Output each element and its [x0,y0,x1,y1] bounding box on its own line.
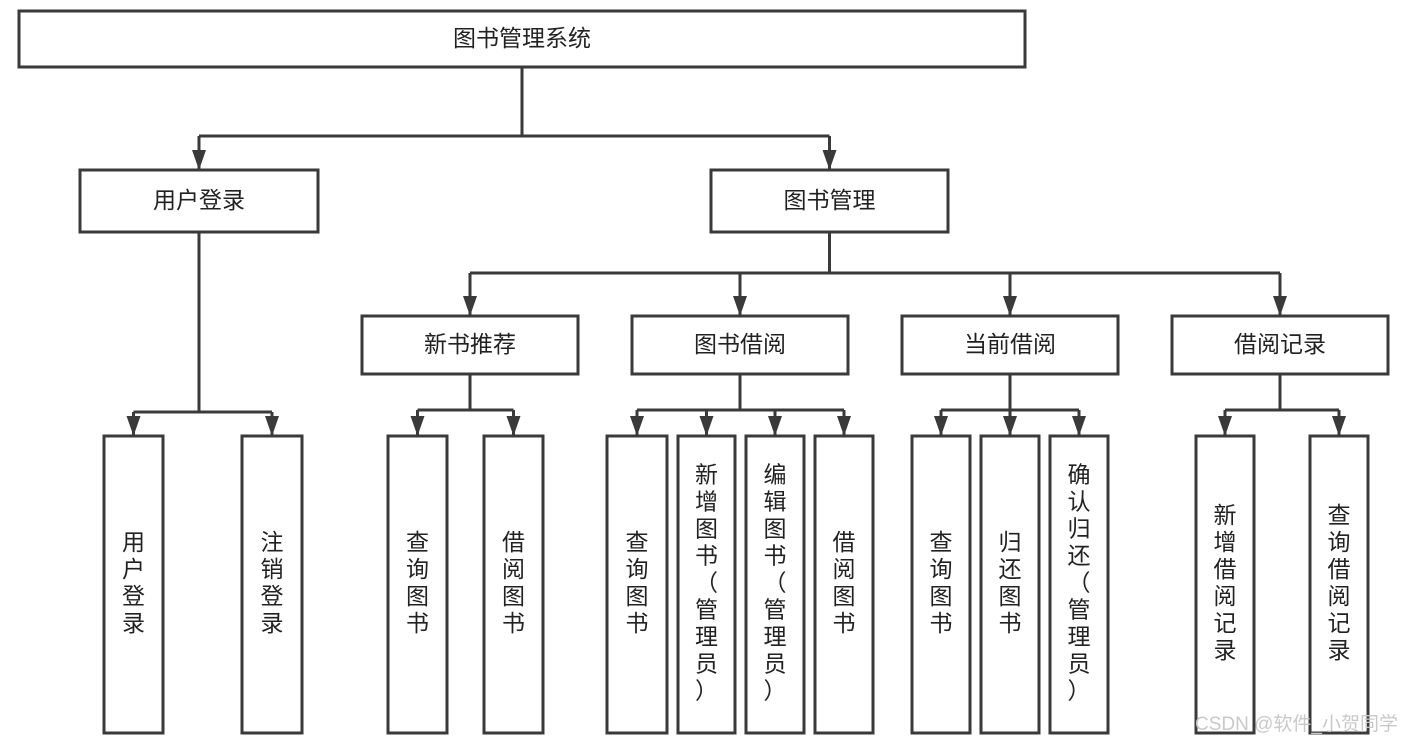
node-box[interactable] [605,434,669,735]
connector-arrowhead [733,296,747,316]
node-label: 借阅图书 [833,529,856,636]
diagram-node-leaf_3[interactable]: 查询图书 [386,434,449,735]
node-label: 新增图书（管理员） [695,462,718,704]
diagram-node-leaf_9[interactable]: 查询图书 [910,434,972,735]
connector-arrowhead [1003,296,1017,316]
connector-arrowhead [1218,416,1232,436]
connector-arrowhead [463,296,477,316]
edge-group-l3_c [934,374,1086,436]
diagram-node-leaf_12[interactable]: 新增借阅记录 [1194,434,1256,735]
node-label: 归还图书 [999,529,1022,636]
connector-arrowhead [837,416,851,436]
connector-arrowhead [410,416,425,436]
node-label: 查询图书 [406,529,429,636]
diagram-node-leaf_11[interactable]: 确认归还（管理员） [1048,434,1110,735]
connector-arrowhead [1072,416,1086,436]
diagram-node-l3_a[interactable]: 新书推荐 [360,314,580,376]
node-box[interactable] [102,434,165,735]
node-box[interactable] [240,434,304,735]
diagram-node-l2_a[interactable]: 用户登录 [78,168,320,234]
node-label: 当前借阅 [964,331,1056,357]
node-box[interactable] [709,168,950,234]
connector-arrowhead [934,416,948,436]
node-label: 图书借阅 [694,331,786,357]
diagram-node-l3_c[interactable]: 当前借阅 [900,314,1120,376]
node-label: 查询图书 [930,529,953,636]
connector-layer [126,67,1346,436]
node-label: 新书推荐 [424,331,516,357]
diagram-node-leaf_5[interactable]: 查询图书 [605,434,669,735]
node-label: 编辑图书（管理员） [764,462,787,704]
connector-arrowhead [1273,296,1287,316]
node-label: 用户登录 [153,187,245,213]
edge-group-l3_d [1218,374,1346,436]
edge-group-root [192,67,837,170]
node-label: 用户登录 [122,529,145,636]
diagram-node-leaf_1[interactable]: 用户登录 [102,434,165,735]
diagram-node-leaf_4[interactable]: 借阅图书 [482,434,545,735]
connector-arrowhead [1332,416,1346,436]
edge-group-l2_a [126,232,279,436]
node-label: 图书管理系统 [453,25,591,51]
csdn-watermark: CSDN @软件_小贺同学 [1195,713,1398,735]
connector-arrowhead [699,416,714,436]
connector-arrowhead [630,416,644,436]
node-label: 借阅记录 [1234,331,1326,357]
node-box[interactable] [1170,314,1390,376]
connector-arrowhead [126,416,141,436]
connector-arrowhead [506,416,521,436]
node-label: 新增借阅记录 [1214,502,1237,663]
node-box[interactable] [386,434,449,735]
node-box[interactable] [979,434,1041,735]
diagram-node-leaf_2[interactable]: 注销登录 [240,434,304,735]
node-label: 查询图书 [626,529,649,636]
node-box[interactable] [744,434,806,735]
node-box[interactable] [676,434,737,735]
node-label: 借阅图书 [502,529,525,636]
node-box[interactable] [1194,434,1256,735]
node-box[interactable] [17,9,1027,69]
node-box[interactable] [1048,434,1110,735]
diagram-node-leaf_6[interactable]: 新增图书（管理员） [676,434,737,735]
diagram-node-leaf_7[interactable]: 编辑图书（管理员） [744,434,806,735]
node-label: 注销登录 [261,529,284,636]
edge-group-l3_a [410,374,521,436]
connector-arrowhead [1003,416,1017,436]
connector-arrowhead [192,150,206,170]
connector-arrowhead [265,416,279,436]
diagram-node-l2_b[interactable]: 图书管理 [709,168,950,234]
diagram-node-leaf_13[interactable]: 查询借阅记录 [1308,434,1370,735]
node-box[interactable] [813,434,875,735]
node-box[interactable] [360,314,580,376]
diagram-node-l3_d[interactable]: 借阅记录 [1170,314,1390,376]
node-box[interactable] [630,314,850,376]
edge-group-l3_b [630,374,851,436]
node-label: 查询借阅记录 [1328,502,1351,663]
diagram-node-leaf_8[interactable]: 借阅图书 [813,434,875,735]
connector-arrowhead [822,150,837,170]
diagram-node-leaf_10[interactable]: 归还图书 [979,434,1041,735]
edge-group-l2_b [463,232,1287,316]
node-label: 确认归还（管理员） [1068,462,1091,704]
node-box[interactable] [1308,434,1370,735]
node-box[interactable] [482,434,545,735]
node-label: 图书管理 [784,187,876,213]
node-box[interactable] [900,314,1120,376]
node-box[interactable] [910,434,972,735]
connector-arrowhead [768,416,782,436]
node-layer: 图书管理系统用户登录图书管理新书推荐图书借阅当前借阅借阅记录用户登录注销登录查询… [17,9,1390,735]
diagram-node-l3_b[interactable]: 图书借阅 [630,314,850,376]
diagram-node-root[interactable]: 图书管理系统 [17,9,1027,69]
node-box[interactable] [78,168,320,234]
